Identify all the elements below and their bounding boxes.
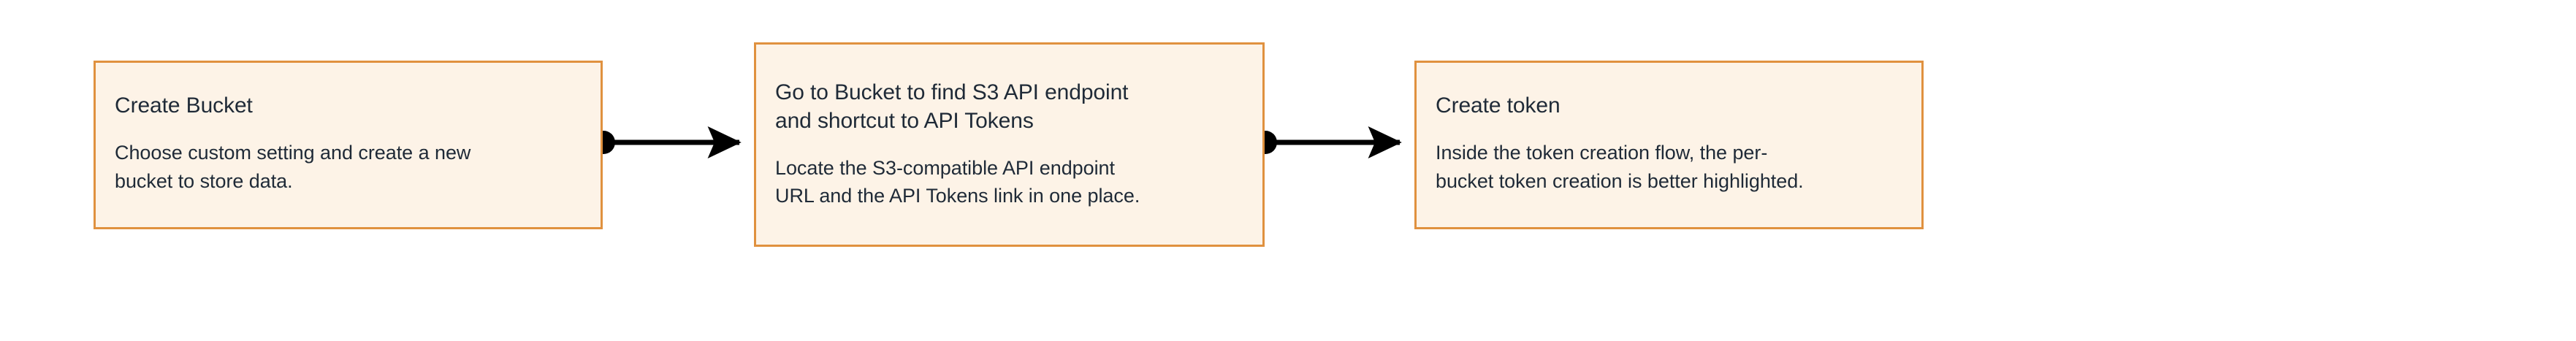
flow-node-title: Create Bucket [115,93,253,118]
flow-node-title: Go to Bucket to find S3 API endpoint and… [775,80,1129,133]
connector-find-endpoint-to-create-token [1254,126,1402,159]
flow-node-create-token[interactable]: Create token Inside the token creation f… [1414,61,1924,229]
flow-node-description: Inside the token creation flow, the per-… [1436,142,1804,192]
flow-node-description: Choose custom setting and create a new b… [115,142,471,192]
flow-node-content: Go to Bucket to find S3 API endpoint and… [775,45,1249,245]
flow-node-description: Locate the S3-compatible API endpoint UR… [775,157,1140,207]
flow-node-content: Create token Inside the token creation f… [1436,63,1907,227]
flow-node-create-bucket[interactable]: Create Bucket Choose custom setting and … [94,61,603,229]
flow-node-content: Create Bucket Choose custom setting and … [115,63,582,227]
connector-create-bucket-to-find-endpoint [592,126,742,159]
flow-node-find-endpoint[interactable]: Go to Bucket to find S3 API endpoint and… [754,42,1265,247]
flow-node-title: Create token [1436,93,1561,118]
